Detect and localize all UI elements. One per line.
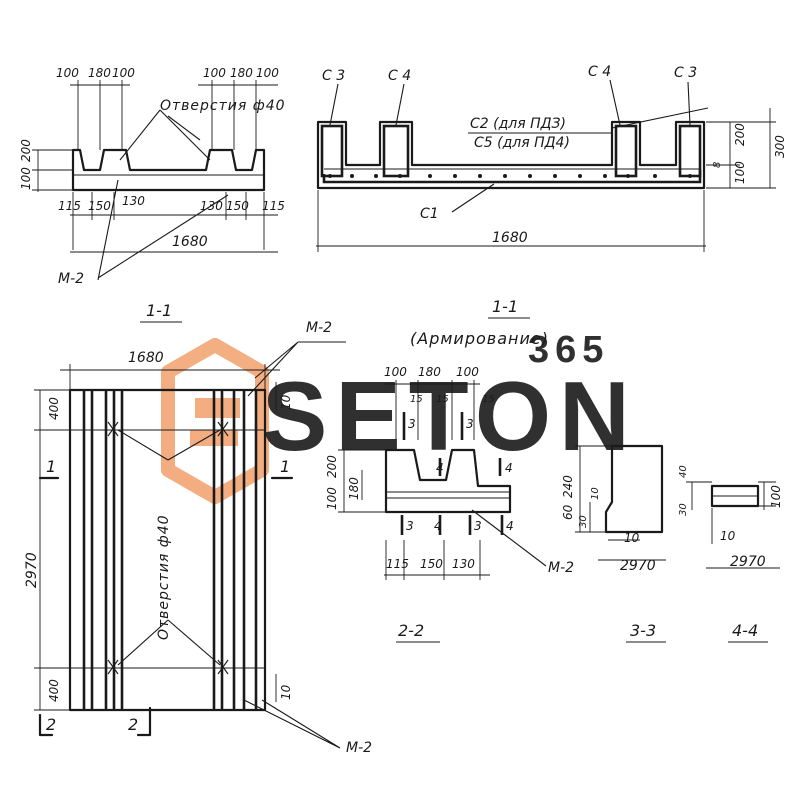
dim-top-5: 180 <box>230 66 253 80</box>
section-subtitle-r: (Армирование) <box>410 329 549 348</box>
s33-left-dim-60: 60 <box>561 504 575 520</box>
dim-top-1: 100 <box>56 66 79 80</box>
s22-small-dim-3: 15 <box>482 394 495 405</box>
plan-width: 1680 <box>128 350 164 366</box>
s22-top-dim-2: 180 <box>418 365 441 379</box>
plan-end-dim-top: 400 <box>47 397 61 420</box>
dim-left-1: 200 <box>19 139 33 162</box>
s22-top-dim-1: 100 <box>384 365 407 379</box>
dim-bottom-2: 150 <box>88 199 111 213</box>
dim-top-6: 100 <box>256 66 279 80</box>
s44-left-dim-40: 40 <box>678 465 689 478</box>
dim-top-2: 180 <box>88 66 111 80</box>
s22-title: 2-2 <box>398 621 424 640</box>
plan-hole-label: Отверстия ф40 <box>156 514 172 640</box>
dim-bottom-5: 150 <box>226 199 249 213</box>
dim-top-3: 100 <box>112 66 135 80</box>
label-c4-right: С 4 <box>588 64 611 80</box>
s33-small: 10 <box>590 487 601 500</box>
s44-title: 4-4 <box>732 621 758 640</box>
s22-left-dim-180: 180 <box>347 477 361 500</box>
dim-top-4: 100 <box>203 66 226 80</box>
section-title-r: 1-1 <box>492 297 518 316</box>
s22-left-dim-100: 100 <box>325 487 339 510</box>
s22-left-dim-200: 200 <box>325 455 339 478</box>
s22-bottom-dim-1: 115 <box>386 557 409 571</box>
dim-bottom-1: 115 <box>58 199 81 213</box>
s33-title: 3-3 <box>630 621 656 640</box>
s33-left-dim-240: 240 <box>561 475 575 498</box>
s44-left-dim-30: 30 <box>678 503 689 516</box>
hole-label: Отверстия ф40 <box>160 98 286 114</box>
s22-small-dim-2: 15 <box>436 394 449 405</box>
s22-bar-label-7: 3 <box>474 519 482 533</box>
watermark: SETON 365 <box>161 329 638 504</box>
section-2-2: 100 180 100 15 15 15 3 3 4 4 3 4 3 4 200… <box>325 365 574 643</box>
s22-outline <box>384 448 512 514</box>
cut-marker-1-left: 1 <box>46 457 56 476</box>
dim-left-2: 100 <box>19 167 33 190</box>
mesh-note-c2: С2 (для ПДЗ) <box>470 116 566 132</box>
s22-bar-label-3: 4 <box>436 461 444 475</box>
s22-small-dim-1: 15 <box>410 394 423 405</box>
mesh-label: М-2 <box>58 271 84 287</box>
cut-marker-1-right: 1 <box>280 457 290 476</box>
cut-marker-2-right: 2 <box>128 715 138 734</box>
dim-bottom-6: 115 <box>262 199 285 213</box>
plan-gap-bottom: 10 <box>279 684 293 700</box>
s22-bottom-dim-2: 150 <box>420 557 443 571</box>
plan-gap-top: 10 <box>279 394 293 410</box>
section-title: 1-1 <box>146 301 172 320</box>
overall-dim: 1680 <box>172 234 208 250</box>
label-c3-right: С 3 <box>674 65 697 81</box>
dim-right-200: 200 <box>733 123 747 146</box>
label-c3-left: С 3 <box>322 68 345 84</box>
s22-bar-label-4: 4 <box>505 461 513 475</box>
s22-bottom-dim-3: 130 <box>452 557 475 571</box>
overall-dim-r: 1680 <box>492 230 528 246</box>
section-1-1-reinforcement: С 3 С 4 С 4 С 3 С2 (для ПДЗ) С5 (для ПД4… <box>316 64 787 348</box>
s22-bar-label-6: 4 <box>434 519 442 533</box>
plan-end-dim-bottom: 400 <box>47 679 61 702</box>
watermark-text: SETON <box>262 361 638 471</box>
s22-mesh: М-2 <box>548 560 574 576</box>
s22-bar-label-1: 3 <box>408 417 416 431</box>
dim-bottom-3: 130 <box>122 194 145 208</box>
plan-view: 1680 М-2 Отверстия ф40 400 <box>24 320 372 756</box>
plan-slab <box>68 388 267 712</box>
mesh-note-c5: С5 (для ПД4) <box>474 135 570 151</box>
watermark-sub: 365 <box>528 329 609 371</box>
s33-length: 2970 <box>620 558 656 574</box>
plan-length: 2970 <box>24 552 40 588</box>
label-c1: С1 <box>420 206 439 222</box>
s44-length: 2970 <box>730 554 766 570</box>
s22-bar-label-2: 3 <box>466 417 474 431</box>
dim-right-8: 8 <box>712 162 723 168</box>
s22-bar-label-8: 4 <box>506 519 514 533</box>
s44-small: 10 <box>720 529 736 543</box>
s44-right-dim: 100 <box>769 485 783 508</box>
dim-right-300: 300 <box>773 135 787 158</box>
s22-top-dim-3: 100 <box>456 365 479 379</box>
label-c4-left: С 4 <box>388 68 411 84</box>
section-4-4: 40 30 100 10 2970 4-4 <box>678 465 783 643</box>
section-3-3: 60 240 30 10 10 2970 3-3 <box>561 444 666 643</box>
s33-bottom-dim: 10 <box>624 531 640 545</box>
plan-mesh-top: М-2 <box>306 320 332 336</box>
cut-marker-2-left: 2 <box>46 715 56 734</box>
s33-left-dim-30: 30 <box>578 515 589 528</box>
dim-right-100: 100 <box>733 161 747 184</box>
rebar-profile-outline <box>316 120 706 190</box>
s22-bar-label-5: 3 <box>406 519 414 533</box>
plan-mesh-bottom: М-2 <box>346 740 372 756</box>
profile-outline <box>71 148 266 192</box>
section-1-1-formwork: 100 180 100 100 180 100 Отверстия ф40 20… <box>19 66 286 323</box>
